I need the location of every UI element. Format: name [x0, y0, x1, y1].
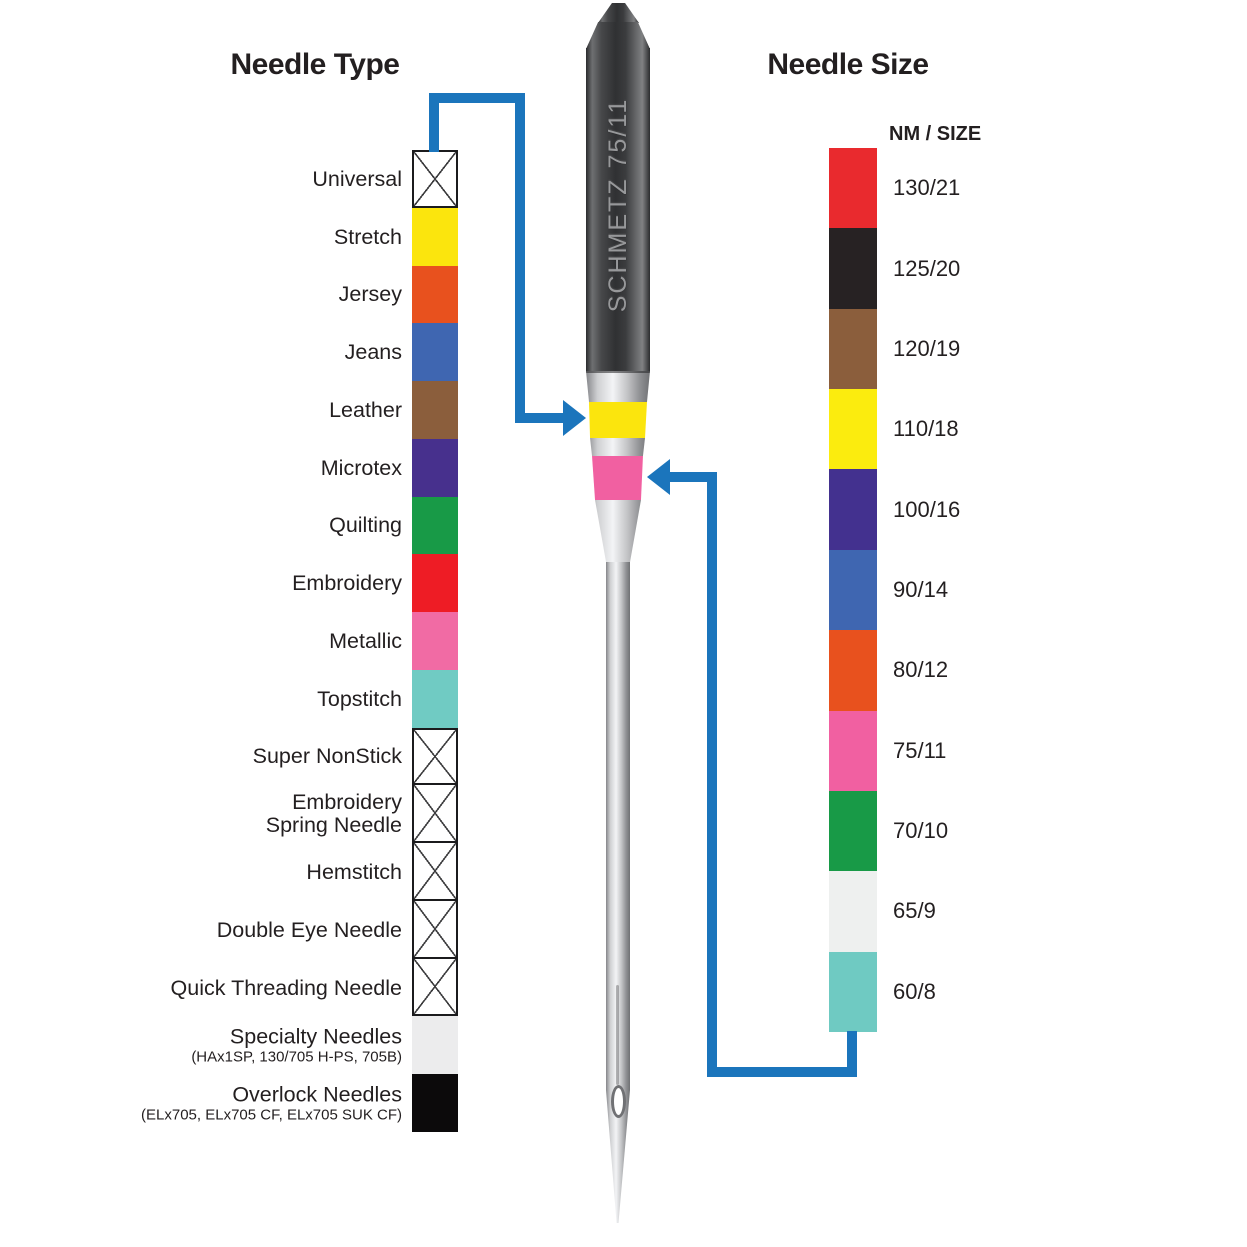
needle-type-label-topstitch: Topstitch — [317, 686, 402, 711]
needle-type-label-quilting: Quilting — [329, 513, 402, 538]
needle-type-label-embroidery: Embroidery — [292, 571, 402, 596]
connector-type-vertical — [515, 93, 525, 423]
needle-type-label-stretch: Stretch — [333, 224, 402, 249]
needle-size-label-65-9: 65/9 — [893, 898, 936, 924]
needle-type-swatch-quilting — [412, 496, 458, 555]
needle-size-label-100-16: 100/16 — [893, 496, 961, 522]
needle-blade — [606, 562, 630, 1090]
needle-size-label-130-21: 130/21 — [893, 175, 961, 201]
needle-type-swatch-universal — [412, 150, 458, 208]
needle-shank — [586, 48, 650, 372]
connector-type-horizontal — [515, 413, 565, 423]
needle-type-swatch-overlock-needles — [412, 1074, 458, 1132]
needle-type-label-hemstitch: Hemstitch — [306, 860, 402, 884]
needle-type-label-leather: Leather — [329, 397, 402, 422]
needle-type-swatch-double-eye-needle — [412, 898, 458, 959]
needle-type-swatch-jeans — [412, 323, 458, 382]
needle-type-label-super-nonstick: Super NonStick — [252, 744, 402, 769]
needle-type-label-metallic: Metallic — [329, 628, 402, 653]
needle-type-swatch-hemstitch — [412, 841, 458, 901]
needle-size-label-110-18: 110/18 — [893, 416, 959, 442]
needle-size-swatch-120-19 — [829, 308, 877, 390]
needle-type-color-band — [589, 402, 647, 438]
needle-type-label-double-eye-needle: Double Eye Needle — [216, 917, 402, 942]
needle-type-swatch-microtex — [412, 438, 458, 497]
needle-size-label-80-12: 80/12 — [893, 657, 949, 683]
needle-type-label-jersey: Jersey — [338, 282, 402, 307]
needle-size-swatch-75-11 — [829, 710, 877, 791]
needle-type-label-microtex: Microtex — [320, 455, 402, 480]
needle-size-swatch-125-20 — [829, 228, 877, 309]
needle-size-swatch-130-21 — [829, 148, 877, 229]
needle-type-label-quick-threading-needle: Quick Threading Needle — [170, 975, 402, 1000]
needle-size-label-60-8: 60/8 — [893, 978, 936, 1004]
needle-type-swatch-quick-threading-needle — [412, 956, 458, 1017]
needle-size-swatch-60-8 — [829, 951, 877, 1032]
needle-type-swatch-metallic — [412, 612, 458, 670]
needle-band-gap — [590, 438, 646, 456]
needle-size-swatch-90-14 — [829, 549, 877, 631]
arrow-left-icon — [647, 459, 670, 495]
needle-taper-upper — [586, 371, 650, 402]
needle-type-swatch-embroidery-spring-needle — [412, 783, 458, 844]
needle-size-label-75-11: 75/11 — [893, 737, 947, 763]
needle-type-label-jeans: Jeans — [344, 340, 402, 365]
needle-taper-lower — [595, 500, 641, 562]
needle-eye — [611, 1085, 626, 1118]
needle-type-label-overlock-needles: Overlock Needles(ELx705, ELx705 CF, ELx7… — [141, 1082, 402, 1124]
connector-type-stub — [429, 93, 439, 152]
needle-type-swatch-topstitch — [412, 669, 458, 728]
needle-type-swatch-specialty-needles — [412, 1016, 458, 1075]
needle-size-title: Needle Size — [767, 48, 929, 81]
needle-size-label-120-19: 120/19 — [893, 335, 961, 361]
needle-type-swatch-jersey — [412, 265, 458, 324]
needle-size-swatch-100-16 — [829, 469, 877, 550]
needle-type-title: Needle Type — [230, 48, 400, 81]
arrow-right-icon — [563, 400, 586, 436]
needle-butt-cone — [586, 22, 650, 49]
needle-type-swatch-leather — [412, 381, 458, 439]
connector-size-horizontal — [668, 472, 717, 482]
needle-type-swatch-embroidery — [412, 554, 458, 613]
connector-size-stub — [847, 1031, 857, 1077]
needle-size-color-band — [592, 456, 643, 500]
needle-groove — [616, 985, 619, 1085]
needle-point — [606, 1090, 630, 1223]
connector-size-vertical — [707, 472, 717, 1077]
needle-size-label-90-14: 90/14 — [893, 576, 949, 602]
connector-type-top — [429, 93, 525, 103]
needle-type-swatch-stretch — [412, 207, 458, 266]
needle-type-swatch-super-nonstick — [412, 727, 458, 786]
needle-size-label-70-10: 70/10 — [893, 818, 949, 844]
needle-size-swatch-70-10 — [829, 790, 877, 872]
needle-type-label-universal: Universal — [312, 166, 402, 191]
needle-size-swatch-80-12 — [829, 630, 877, 711]
needle-size-swatch-110-18 — [829, 389, 877, 470]
needle-size-label-125-20: 125/20 — [893, 255, 961, 281]
needle-engraving-text: SCHMETZ 75/11 — [604, 97, 632, 313]
needle-size-swatch-65-9 — [829, 871, 877, 952]
needle-type-label-specialty-needles: Specialty Needles(HAx1SP, 130/705 H-PS, … — [191, 1024, 402, 1066]
nm-size-header: NM / SIZE — [889, 123, 982, 145]
connector-size-bottom — [707, 1067, 857, 1077]
needle-butt — [598, 3, 639, 23]
